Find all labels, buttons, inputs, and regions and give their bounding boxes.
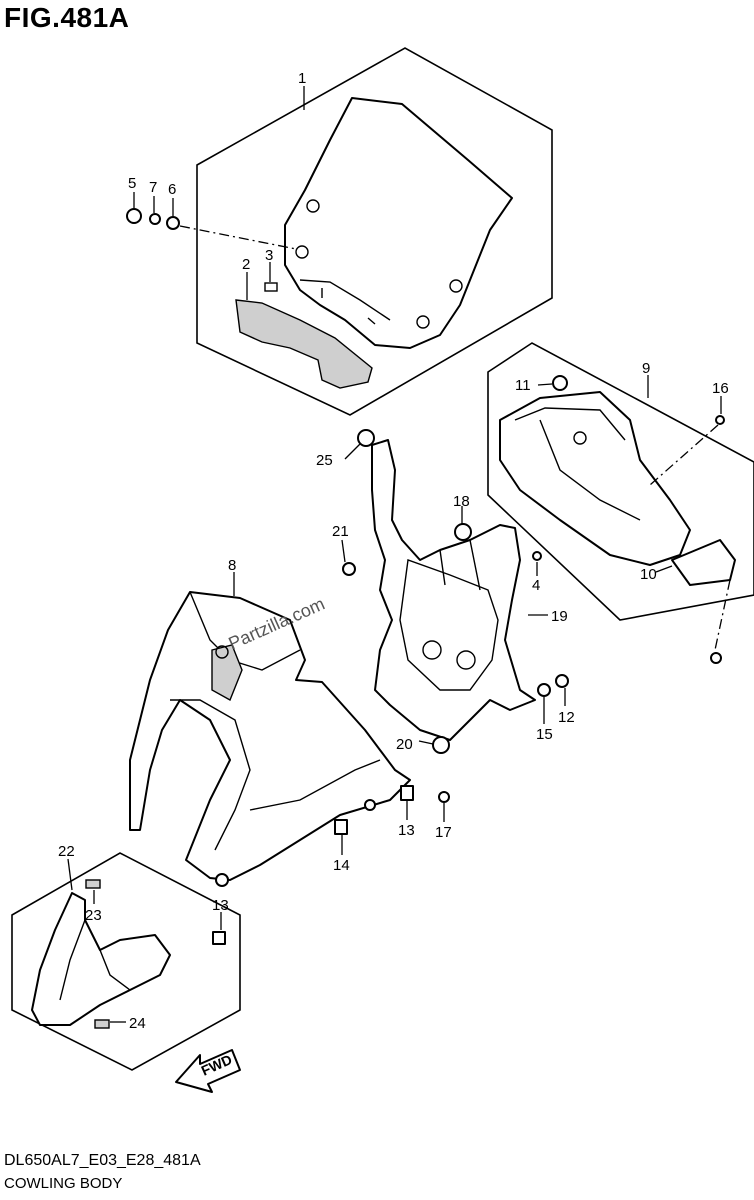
callout-20: 20: [396, 736, 413, 753]
figure-title: FIG.481A: [4, 2, 130, 33]
lower-cover: [31, 892, 171, 1026]
callout-5: 5: [128, 175, 136, 192]
callout-2: 2: [242, 256, 250, 273]
callout-14: 14: [333, 857, 350, 874]
windscreen-group-box: [196, 47, 553, 416]
bolt-lower: [710, 652, 722, 664]
callout-11: 11: [515, 377, 531, 394]
callout-15: 15: [536, 726, 553, 743]
callout-4: 4: [532, 577, 540, 594]
callout-18: 18: [453, 493, 470, 510]
screen-hole-2: [295, 245, 309, 259]
grommet-11: [552, 375, 568, 391]
screen-hole-3: [449, 279, 463, 293]
screen-hole-4: [416, 315, 430, 329]
plug-25: [357, 429, 375, 447]
nut-6: [166, 216, 180, 230]
bolt-12: [555, 674, 569, 688]
callout-24: 24: [129, 1015, 146, 1032]
callout-19: 19: [551, 608, 568, 625]
callout-9: 9: [642, 360, 650, 377]
meter-cover: [499, 391, 691, 566]
screen-label: [264, 282, 278, 292]
callout-1: 1: [298, 70, 306, 87]
cowling-brace: [371, 439, 536, 741]
callout-7: 7: [149, 179, 157, 196]
nut-14: [334, 819, 348, 835]
screw-16: [715, 415, 725, 425]
collar-15: [537, 683, 551, 697]
meter-cover-group-box: [487, 342, 754, 621]
cowling-mount: [215, 873, 229, 887]
callout-8: 8: [228, 557, 236, 574]
windscreen-seal: [235, 299, 373, 389]
nut-13-upper: [400, 785, 414, 801]
meter-hole: [573, 431, 587, 445]
callout-23: 23: [85, 907, 102, 924]
lower-cover-group-box: [11, 852, 241, 1071]
forward-arrow-icon: FWD: [175, 1049, 241, 1093]
cowling-duct: [211, 644, 243, 701]
clip-10: [671, 539, 736, 586]
callout-3: 3: [265, 247, 273, 264]
grommet-18: [454, 523, 472, 541]
nut-13-lower: [212, 931, 226, 945]
figure-name: COWLING BODY: [4, 1175, 123, 1192]
nut-4: [532, 551, 542, 561]
bolt-21: [342, 562, 356, 576]
callout-12: 12: [558, 709, 575, 726]
lower-label-24: [94, 1019, 110, 1029]
callout-22: 22: [58, 843, 75, 860]
screw-5: [126, 208, 142, 224]
screen-hole-1: [306, 199, 320, 213]
lower-label-23: [85, 879, 101, 889]
windscreen: [284, 97, 513, 349]
screw-side: [364, 799, 376, 811]
callout-25: 25: [316, 452, 333, 469]
callout-13a: 13: [398, 822, 415, 839]
callout-16: 16: [712, 380, 729, 397]
callout-17: 17: [435, 824, 452, 841]
callout-21: 21: [332, 523, 349, 540]
washer-7: [149, 213, 161, 225]
callout-13b: 13: [212, 897, 229, 914]
callout-6: 6: [168, 181, 176, 198]
callout-10: 10: [640, 566, 657, 583]
leader-lines: [67, 86, 722, 1023]
grommet-20: [432, 736, 450, 754]
figure-code: DL650AL7_E03_E28_481A: [4, 1152, 201, 1169]
screw-17: [438, 791, 450, 803]
